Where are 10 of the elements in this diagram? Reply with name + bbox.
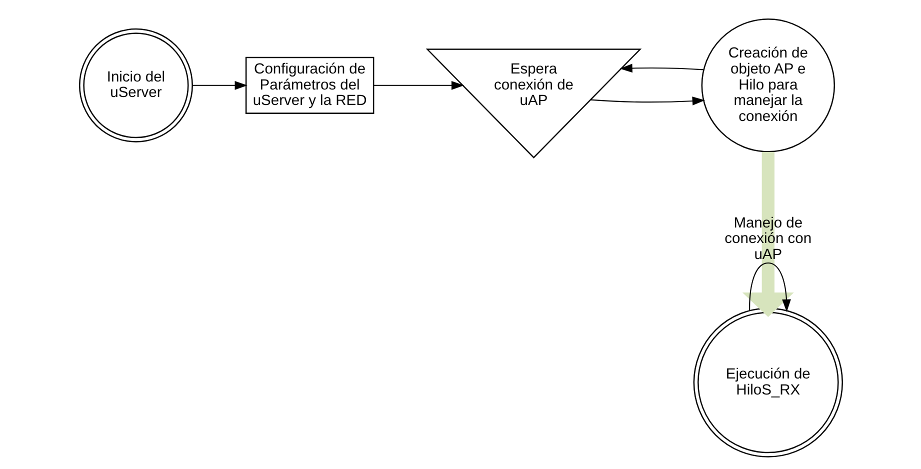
edge-label: Manejo de conexión con uAP [724, 214, 812, 262]
node-circle: Inicio del uServer [78, 28, 192, 142]
arrow [373, 80, 464, 90]
arrow [742, 151, 794, 316]
node-box: Configuración de Parámetros del uServer y la RED [244, 56, 374, 114]
arrow [619, 63, 703, 72]
arrow [590, 96, 705, 105]
node-circle: Creación de objeto AP e Hilo para manejar la conexión [700, 18, 835, 152]
node-circle: Ejecución de HiloS_RX [692, 307, 842, 457]
arrow [192, 80, 247, 90]
